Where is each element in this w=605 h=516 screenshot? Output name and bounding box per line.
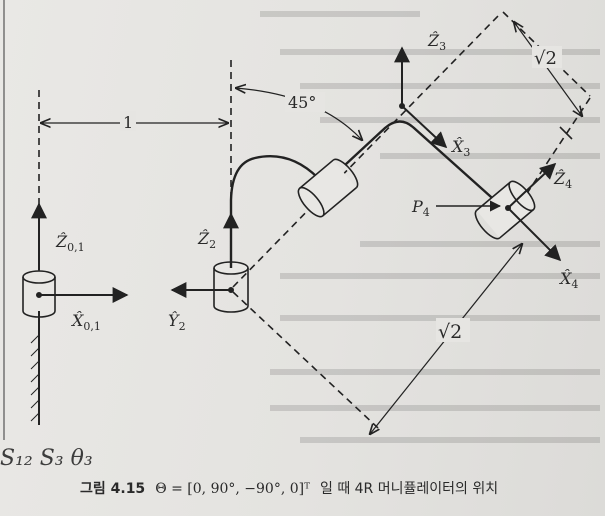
z4-label: Ẑ <box>553 168 566 188</box>
z3-sub: 3 <box>439 40 446 53</box>
z3-label: Ẑ <box>427 30 440 50</box>
joint-2 <box>213 60 249 313</box>
joint-3 <box>297 158 359 218</box>
z4-axis-arrow <box>507 162 557 209</box>
x3-label: X̂ <box>450 137 464 156</box>
x3-axis-arrow <box>401 105 448 149</box>
svg-text:X̂3: X̂3 <box>450 137 470 159</box>
handwritten-note: S₁₂ S₃ θ₃ <box>0 446 93 471</box>
link-3 <box>344 120 501 206</box>
base-joint <box>22 90 56 425</box>
y2-sub: 2 <box>179 320 186 333</box>
caption-math: Θ = [0, 90°, −90°, 0]ᵀ <box>155 481 310 497</box>
z01-sub: 0,1 <box>67 241 85 254</box>
dimension-one-label: 1 <box>123 113 133 132</box>
svg-text:Ẑ4: Ẑ4 <box>553 168 572 191</box>
z2-label: Ẑ <box>197 228 210 248</box>
joint-4-tick <box>559 126 573 140</box>
svg-text:Ẑ2: Ẑ2 <box>197 228 216 251</box>
svg-text:X̂4: X̂4 <box>558 269 578 291</box>
link-2 <box>229 155 319 268</box>
z2-sub: 2 <box>209 238 216 251</box>
angle-label: 45° <box>288 93 316 112</box>
svg-text:Ẑ3: Ẑ3 <box>427 30 446 53</box>
faint-background-lines <box>260 11 600 443</box>
svg-text:X̂0,1: X̂0,1 <box>70 311 101 333</box>
svg-text:P4: P4 <box>411 197 430 219</box>
x4-axis-arrow <box>507 207 562 262</box>
sqrt2-top-dimension <box>514 22 582 116</box>
x01-label: X̂ <box>70 311 84 330</box>
caption-text: 일 때 4R 머니퓰레이터의 위치 <box>319 481 499 497</box>
x01-sub: 0,1 <box>83 320 101 333</box>
dashed-diagonal-lower <box>232 291 379 429</box>
sqrt2-bottom-label: √2 <box>438 321 462 343</box>
svg-text:Ẑ0,1: Ẑ0,1 <box>55 231 85 254</box>
p4-label: P <box>411 197 423 216</box>
sqrt2-top-label: √2 <box>534 48 557 69</box>
x3-sub: 3 <box>463 146 470 159</box>
y2-label: Ŷ <box>168 310 180 330</box>
x4-sub: 4 <box>571 278 578 291</box>
x4-label: X̂ <box>558 269 572 288</box>
dashed-diagonal-upper <box>232 15 499 288</box>
dashed-right-lower <box>515 97 591 211</box>
z4-sub: 4 <box>565 178 572 191</box>
z01-label: Ẑ <box>55 231 68 251</box>
caption-number: 그림 4.15 <box>80 481 146 497</box>
figure-caption: 그림 4.15 Θ = [0, 90°, −90°, 0]ᵀ 일 때 4R 머니… <box>80 478 498 502</box>
svg-text:Ŷ2: Ŷ2 <box>168 310 186 333</box>
p4-sub: 4 <box>423 206 430 219</box>
